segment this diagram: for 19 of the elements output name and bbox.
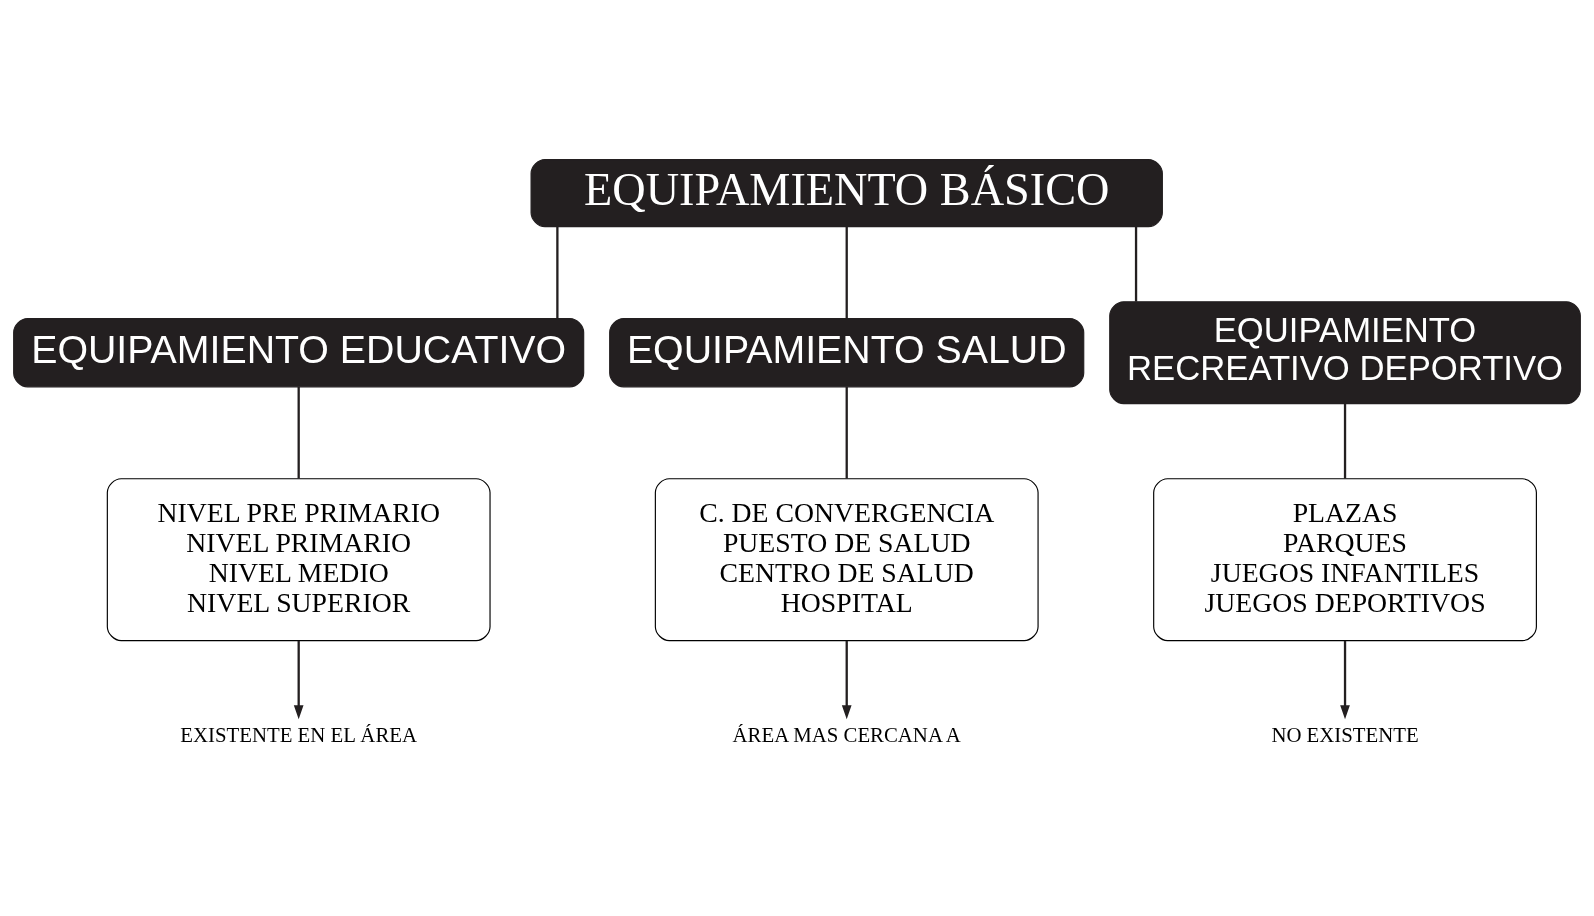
node-box: C. DE CONVERGENCIA PUESTO DE SALUD CENTRO DE SALUD HOSPITAL xyxy=(654,477,1039,641)
node-text: NO EXISTENTE xyxy=(1271,722,1419,747)
node-box: EQUIPAMIENTO RECREATIVO DEPORTIVO xyxy=(1109,300,1581,404)
connector xyxy=(1343,403,1347,478)
arrow xyxy=(1340,640,1350,719)
node-box: PLAZAS PARQUES JUEGOS INFANTILES JUEGOS DEPORTIVOS xyxy=(1153,477,1537,641)
connector xyxy=(845,226,848,318)
connector xyxy=(556,226,559,318)
node-box: NIVEL PRE PRIMARIO NIVEL PRIMARIO NIVEL MEDIO NIVEL SUPERIOR xyxy=(106,477,491,641)
arrow xyxy=(293,640,304,719)
node-box: EQUIPAMIENTO EDUCATIVO xyxy=(13,317,585,387)
node-text: ÁREA MAS CERCANA A xyxy=(732,722,961,747)
arrow xyxy=(841,640,852,719)
node-text: EXISTENTE EN EL ÁREA xyxy=(180,722,417,747)
connector xyxy=(297,386,300,478)
connector xyxy=(845,386,848,478)
node-box: EQUIPAMIENTO BÁSICO xyxy=(530,158,1163,227)
node-box: EQUIPAMIENTO SALUD xyxy=(609,317,1085,387)
connector xyxy=(1134,226,1138,302)
